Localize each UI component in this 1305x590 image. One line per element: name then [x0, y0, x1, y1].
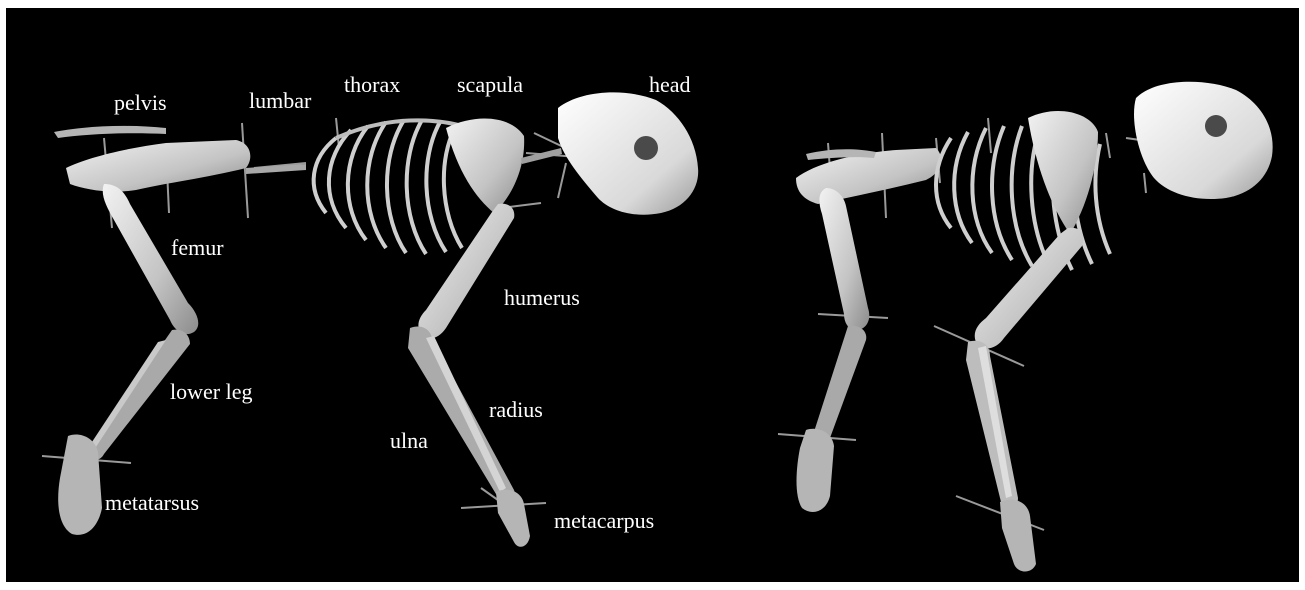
left-scapula	[446, 119, 524, 213]
right-femur	[819, 188, 869, 330]
label-ulna: ulna	[390, 430, 428, 452]
right-lower-leg	[812, 326, 866, 446]
skeleton-figure: pelvis lumbar thorax scapula head femur …	[6, 8, 1299, 582]
label-lower-leg: lower leg	[170, 381, 252, 403]
label-head: head	[649, 74, 691, 96]
right-humerus	[975, 228, 1084, 349]
right-scapula	[1028, 111, 1098, 234]
left-fibula	[88, 340, 166, 450]
right-foot	[797, 429, 835, 512]
right-forearm	[966, 341, 1018, 509]
left-pelvis	[66, 140, 250, 192]
label-scapula: scapula	[457, 74, 523, 96]
label-metatarsus: metatarsus	[105, 492, 199, 514]
left-foot	[58, 435, 102, 535]
label-humerus: humerus	[504, 287, 580, 309]
right-hand	[1000, 500, 1036, 572]
label-metacarpus: metacarpus	[554, 510, 654, 532]
label-pelvis: pelvis	[114, 92, 167, 114]
label-femur: femur	[171, 237, 224, 259]
right-skull-orbit	[1205, 115, 1227, 137]
left-tail	[54, 126, 166, 138]
left-skeleton	[42, 92, 698, 546]
label-thorax: thorax	[344, 74, 400, 96]
left-hand	[496, 490, 530, 547]
left-skull	[558, 92, 698, 214]
left-skull-orbit	[634, 136, 658, 160]
label-lumbar: lumbar	[249, 90, 311, 112]
right-skeleton	[778, 82, 1273, 572]
label-radius: radius	[489, 399, 543, 421]
right-skull	[1134, 82, 1273, 199]
